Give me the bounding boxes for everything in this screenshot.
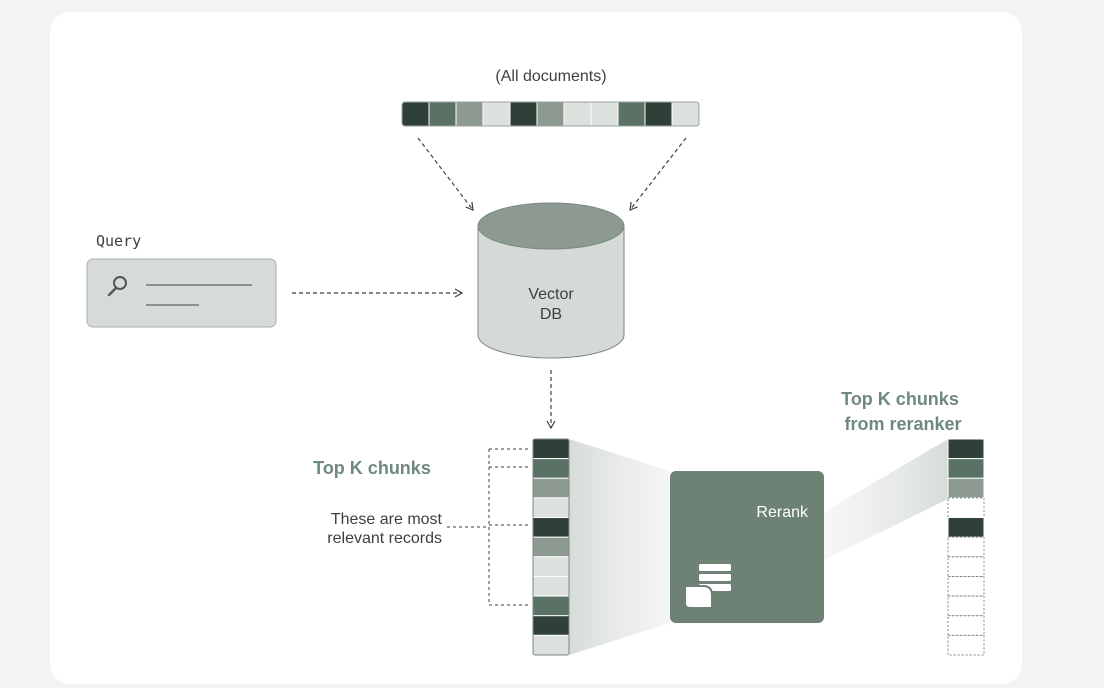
query-box <box>86 258 277 328</box>
vector-db-top <box>477 202 625 250</box>
document-segment <box>671 101 700 127</box>
vector-db-label-line2: DB <box>540 306 562 323</box>
vector-db-label-line1: Vector <box>528 286 574 303</box>
stacked-documents-icon <box>684 564 731 609</box>
chunk-segment <box>532 458 570 479</box>
chunk-segment <box>532 575 570 597</box>
top-k-chunks-border <box>532 438 570 656</box>
chunk-segment <box>532 536 570 558</box>
chunk-segment <box>947 575 985 597</box>
rerank-box: Rerank <box>670 471 824 623</box>
chunk-segment <box>947 595 985 617</box>
chunk-segment <box>947 556 985 577</box>
top-k-chunks-column <box>532 438 570 656</box>
documents-strip <box>401 101 700 127</box>
chunk-segment <box>947 536 985 558</box>
document-segment <box>482 101 511 127</box>
doc-to-db-arrow-right <box>629 137 687 211</box>
chunk-segment <box>532 615 570 636</box>
beam-out-of-rerank <box>824 439 948 560</box>
chunk-segment <box>947 497 985 519</box>
relevance-bracket <box>447 448 528 606</box>
query-label: Query <box>96 232 141 250</box>
all-documents-label: (All documents) <box>495 68 606 85</box>
document-segment <box>509 101 538 127</box>
beam-into-rerank <box>569 439 670 655</box>
chunk-segment <box>532 517 570 538</box>
doc-to-db-arrow-left <box>417 137 474 211</box>
rerank-label: Rerank <box>756 504 809 521</box>
chunk-segment <box>947 517 985 538</box>
chunk-segment <box>947 477 985 499</box>
document-segment <box>563 101 592 127</box>
document-segment <box>644 101 673 127</box>
chunk-segment <box>532 595 570 617</box>
documents-strip-border <box>401 101 700 127</box>
top-k-chunks-label: Top K chunks <box>313 458 431 478</box>
document-segment <box>617 101 646 127</box>
vector-db: Vector DB <box>477 202 625 359</box>
document-segment <box>455 101 484 127</box>
reranker-label-line2: from reranker <box>844 414 961 434</box>
chunk-segment <box>532 477 570 499</box>
chunk-segment <box>532 438 570 460</box>
search-icon <box>107 276 127 297</box>
chunk-segment <box>947 438 985 460</box>
document-segment <box>536 101 565 127</box>
chunk-segment <box>947 634 985 656</box>
chunk-segment <box>532 556 570 577</box>
relevant-note-line1: These are most <box>331 511 443 528</box>
chunk-segment <box>532 634 570 656</box>
reranked-chunks-column <box>947 438 985 656</box>
chunk-segment <box>532 497 570 519</box>
cylinder-database-icon <box>477 225 625 359</box>
chunk-segment <box>947 458 985 479</box>
document-segment <box>428 101 457 127</box>
reranker-label-line1: Top K chunks <box>841 389 959 409</box>
relevant-note-line2: relevant records <box>327 530 442 547</box>
chunk-segment <box>947 615 985 636</box>
document-segment <box>401 101 430 127</box>
document-segment <box>590 101 619 127</box>
